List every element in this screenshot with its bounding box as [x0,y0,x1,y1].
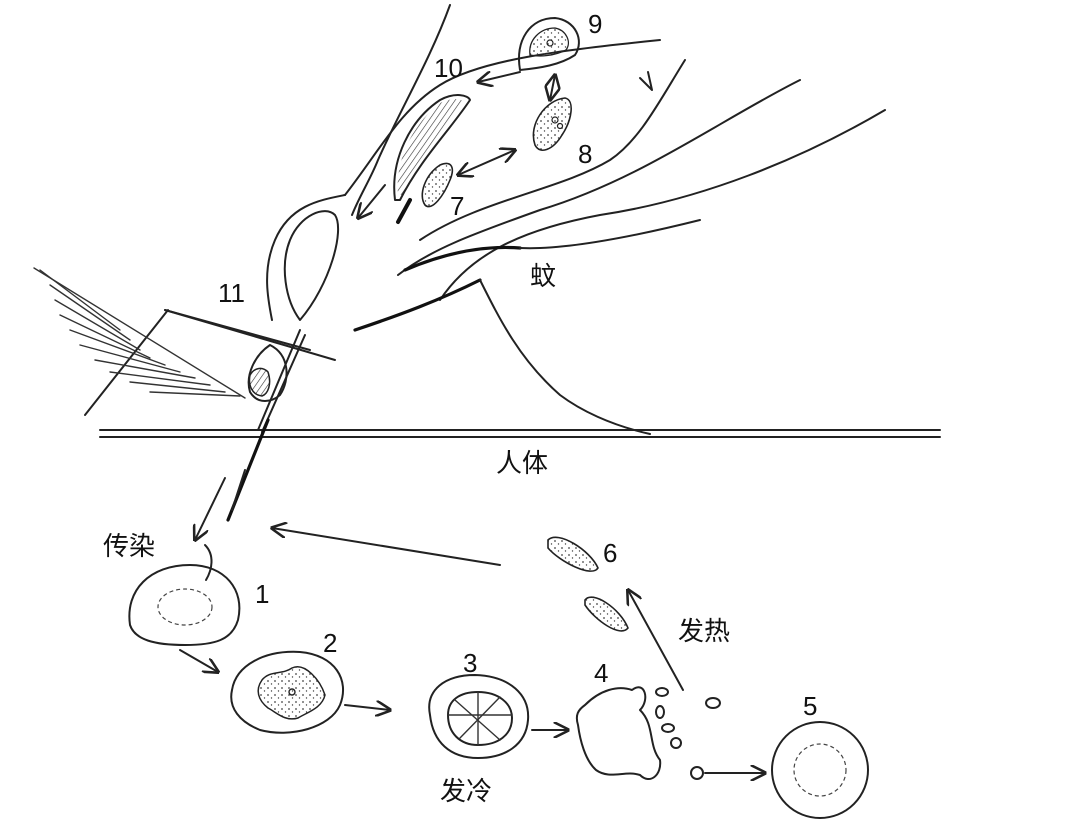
infection-label: 传染 [103,532,155,562]
mosquito-label: 蚊 [530,262,556,292]
mosquito-cycle-arrows [358,72,555,218]
stage-11-label: 11 [218,278,245,308]
stage-7-label: 7 [450,191,464,221]
stage-8-ookinete [532,97,572,151]
stage-1-cell [128,544,241,646]
arrow-1-to-2 [179,649,218,672]
arrow-2-to-3 [344,705,390,710]
stage-2-label: 2 [323,628,337,658]
stage-3-cell [428,674,530,759]
skin-line [99,429,941,438]
stage-6-gametocytes [547,536,629,632]
stage-8-label: 8 [578,139,592,169]
stage-9-label: 9 [588,9,602,39]
fever-arrow [628,590,684,691]
stage-4-ruptured-cell [575,686,721,780]
stage-5-label: 5 [803,691,817,721]
chills-label: 发冷 [440,777,492,807]
merozoites [655,687,721,749]
stage-1-label: 1 [255,579,269,609]
stage-9-oocyst [518,17,580,71]
stage-6-label: 6 [603,538,617,568]
stage-10-label: 10 [434,53,463,83]
stage-3-label: 3 [463,648,477,678]
human-body-label: 人体 [496,449,548,479]
infection-arrow [195,477,226,540]
stage-7-zygote [396,162,454,224]
return-arrow [272,528,501,566]
fever-label: 发热 [678,617,730,647]
mosquito-drawing [33,4,886,522]
stage-2-cell [230,650,345,734]
stage-5-cell [771,721,869,819]
stage-4-label: 4 [594,658,608,688]
